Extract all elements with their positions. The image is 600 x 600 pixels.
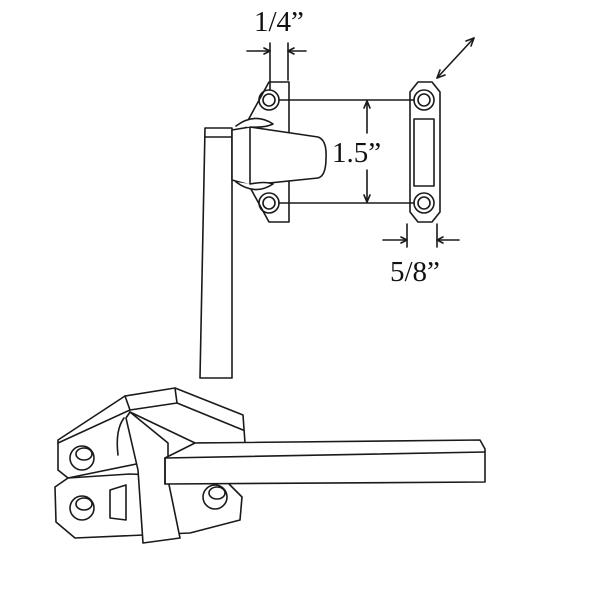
dimension-label-keeper-width: 5/8” <box>390 256 440 288</box>
lock-isometric-view <box>54 387 486 544</box>
lever-arm <box>164 439 486 485</box>
mount-hole-bottom <box>258 192 280 214</box>
dimension-label-hole-spacing: 1.5” <box>332 137 382 169</box>
keeper-top-view <box>409 37 475 223</box>
dimension-lines <box>246 42 460 248</box>
mount-hole-top <box>258 89 280 111</box>
keeper-plate <box>409 81 441 223</box>
handle-shaft <box>199 127 233 379</box>
lock-top-view <box>199 81 327 379</box>
lever-head <box>231 126 327 186</box>
dimension-label-hole-offset: 1/4” <box>254 6 304 38</box>
diagonal-arrow <box>436 37 475 79</box>
keeper-slot <box>413 118 435 187</box>
